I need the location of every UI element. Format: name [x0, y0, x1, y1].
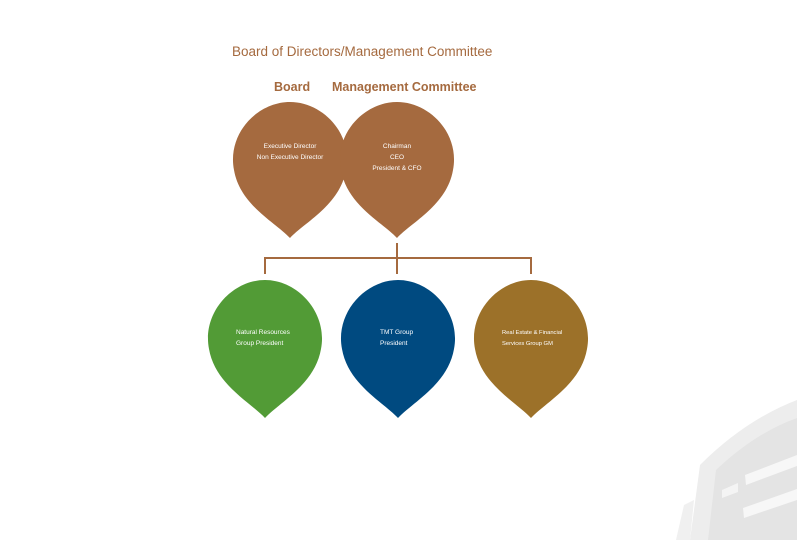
board-drop-shape [232, 102, 348, 238]
real-estate-drop-shape [473, 280, 589, 418]
natural-resources-drop-shape [207, 280, 323, 418]
building-watermark [676, 400, 797, 540]
tmt-line-2: President [380, 340, 408, 347]
committee-line-ceo: CEO [389, 154, 405, 161]
tmt-line-1: TMT Group [380, 329, 414, 336]
committee-drop-shape [339, 102, 455, 238]
board-node-text: Executive Director Non Executive Directo… [257, 141, 323, 163]
nr-line-1: Natural Resources [236, 329, 290, 336]
tmt-node-text: TMT Group President [380, 327, 413, 349]
nr-line-2: Group President [236, 340, 284, 347]
board-line-non-executive: Non Executive Director [256, 154, 324, 161]
committee-line-chairman: Chairman [382, 143, 412, 150]
chart-title: Board of Directors/Management Committee [232, 44, 493, 59]
connector-lines [264, 243, 532, 274]
tmt-drop-shape [340, 280, 456, 418]
natural-resources-node-text: Natural Resources Group President [236, 327, 290, 349]
real-estate-node-text: Real Estate & Financial Services Group G… [502, 328, 562, 350]
re-line-2: Services Group GM [502, 341, 553, 347]
committee-line-president-cfo: President & CFO [372, 165, 422, 172]
committee-heading: Management Committee [332, 80, 477, 94]
committee-node-text: Chairman CEO President & CFO [372, 141, 421, 174]
re-line-1: Real Estate & Financial [502, 330, 563, 336]
board-heading: Board [274, 80, 311, 94]
board-line-executive: Executive Director [263, 143, 317, 150]
